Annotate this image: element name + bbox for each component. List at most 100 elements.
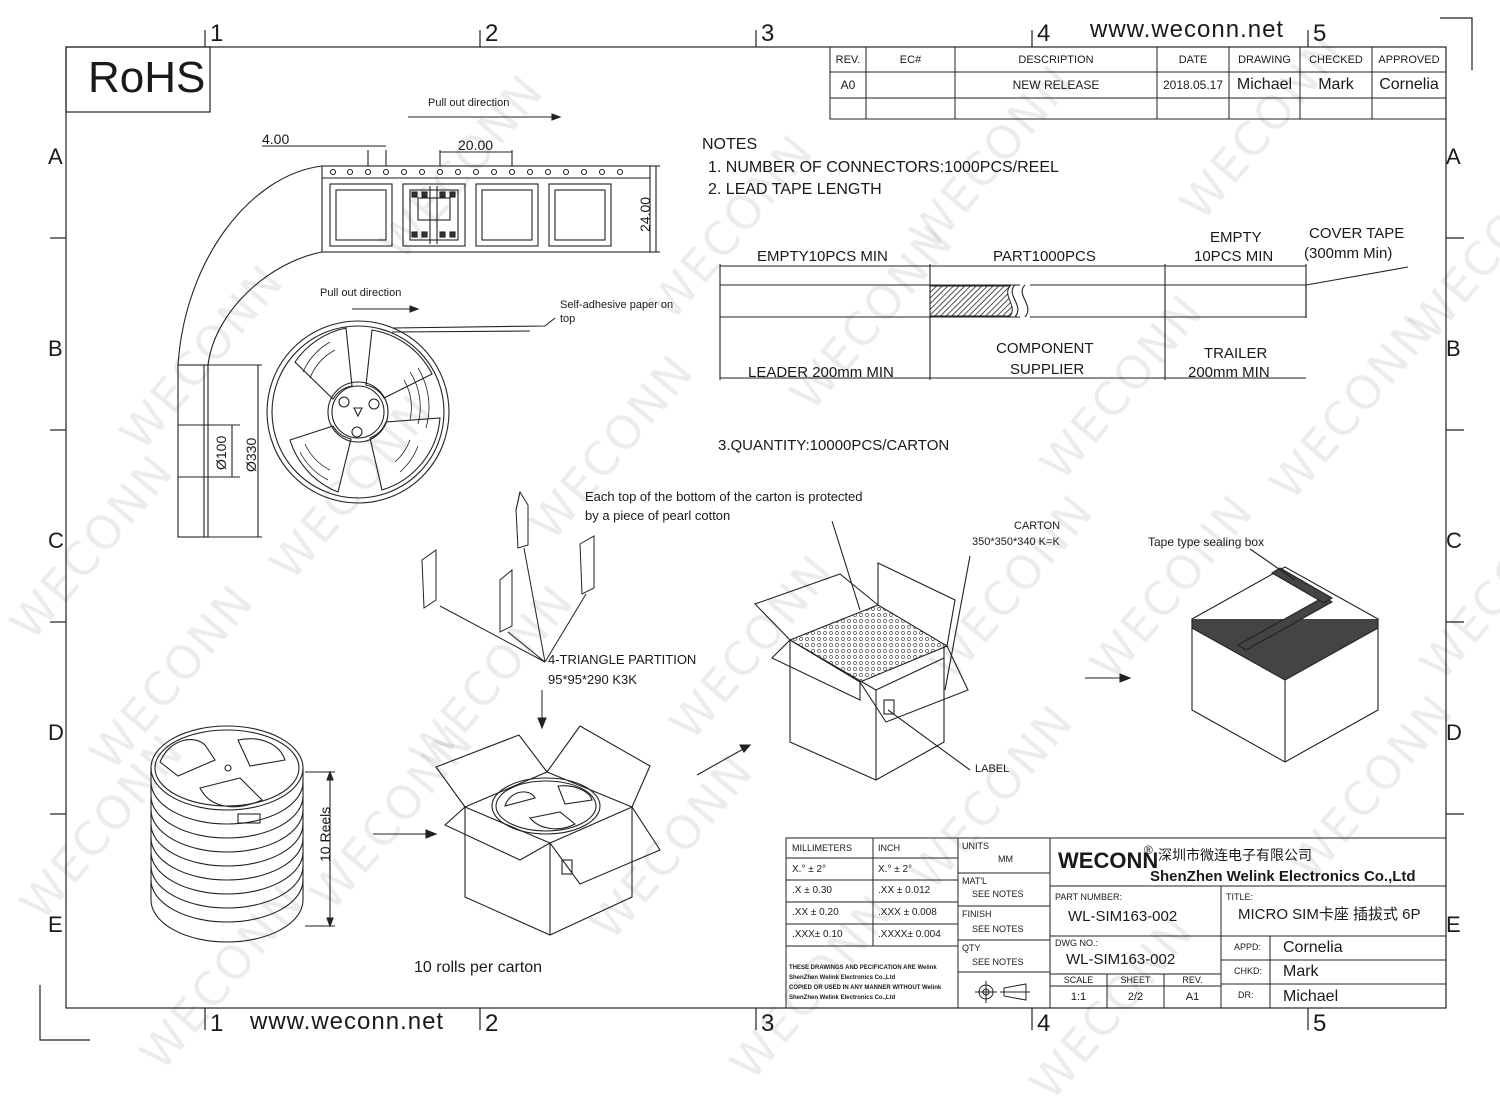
matl-label: MAT'L — [962, 876, 988, 886]
component-label: COMPONENT — [996, 340, 1094, 357]
dim-hub: Ø100 — [213, 435, 229, 470]
description-value: NEW RELEASE — [1012, 78, 1100, 92]
part-label: PART1000PCS — [993, 248, 1096, 265]
zone-row: B — [1446, 336, 1461, 361]
units-label: UNITS — [962, 841, 989, 851]
part-number: WL-SIM163-002 — [1068, 908, 1178, 925]
zone-row: C — [1446, 528, 1462, 553]
ec-value — [866, 72, 955, 98]
dwg-label: DWG NO.: — [1055, 938, 1098, 948]
rev-value: A0 — [840, 78, 856, 92]
empty-trail-label: EMPTY — [1210, 229, 1262, 246]
appd-value: Cornelia — [1283, 939, 1343, 956]
finish-label: FINISH — [962, 909, 992, 919]
units-value: MM — [998, 854, 1013, 864]
note-1: 1. NUMBER OF CONNECTORS:1000PCS/REEL — [708, 159, 1059, 176]
pull-out-label: Pull out direction — [320, 287, 402, 299]
tol-inch: .XXXX± 0.004 — [878, 929, 941, 940]
tol-mm: X.° ± 2° — [792, 864, 827, 875]
zone-row: E — [1446, 912, 1461, 937]
rev-label: REV. — [1182, 975, 1203, 985]
zone-col: 4 — [1037, 20, 1051, 47]
zone-row: D — [48, 720, 64, 745]
tol-inch: X.° ± 2° — [878, 864, 913, 875]
zone-col: 2 — [485, 20, 499, 47]
zone-row: A — [48, 144, 63, 169]
sheet-value: 2/2 — [1127, 991, 1144, 1003]
disclaimer: COPIED OR USED IN ANY MANNER WITHOUT Wel… — [789, 985, 942, 991]
self-adhesive-label: top — [560, 313, 576, 325]
appd-label: APPD: — [1234, 942, 1262, 952]
zone-col: 1 — [210, 1010, 224, 1037]
dim-pitch-small: 4.00 — [262, 131, 290, 147]
pearl-cotton-label: by a piece of pearl cotton — [585, 508, 731, 523]
partition-label: 4-TRIANGLE PARTITION — [548, 652, 697, 667]
ec-header: EC# — [899, 53, 922, 66]
chkd-value: Mark — [1283, 963, 1319, 980]
disclaimer: THESE DRAWINGS AND PECIFICATION ARE Weli… — [789, 965, 937, 971]
zone-col: 5 — [1313, 20, 1327, 47]
chkd-label: CHKD: — [1234, 966, 1263, 976]
dr-label: DR: — [1238, 990, 1254, 1000]
rev-header: REV. — [835, 53, 861, 66]
zone-col: 5 — [1313, 1010, 1327, 1037]
approved-header: APPROVED — [1378, 53, 1440, 66]
zone-row: A — [1446, 144, 1461, 169]
dim-width: 24.00 — [637, 196, 653, 232]
finish-value: SEE NOTES — [972, 924, 1024, 934]
tol-inch: .XX ± 0.012 — [878, 885, 931, 896]
cover-tape-label: (300mm Min) — [1304, 245, 1393, 262]
empty-trail-label: 10PCS MIN — [1194, 248, 1274, 265]
pull-out-label: Pull out direction — [428, 97, 510, 109]
disclaimer: ShenZhen Welink Electronics Co.,Ltd — [789, 995, 896, 1001]
self-adhesive-label: Self-adhesive paper on — [560, 299, 674, 311]
brand-mark: ® — [1144, 843, 1153, 857]
trailer-label: TRAILER — [1204, 345, 1268, 362]
checked-header: CHECKED — [1309, 53, 1363, 66]
zone-row: B — [48, 336, 63, 361]
zone-col: 3 — [761, 20, 775, 47]
website-bottom[interactable]: www.weconn.net — [250, 1008, 445, 1035]
title-value: MICRO SIM卡座 插拔式 6P — [1238, 906, 1421, 923]
dim-pitch: 20.00 — [458, 137, 494, 153]
zone-col: 4 — [1037, 1010, 1051, 1037]
cover-tape-label: COVER TAPE — [1309, 225, 1405, 242]
brand-logo: WECONN — [1058, 848, 1159, 873]
note-3: 3.QUANTITY:10000PCS/CARTON — [718, 437, 950, 454]
date-value: 2018.05.17 — [1162, 78, 1224, 92]
rev-value: A1 — [1185, 991, 1200, 1003]
drawing-value: Michael — [1236, 76, 1293, 93]
checked-value: Mark — [1318, 76, 1354, 93]
description-header: DESCRIPTION — [1018, 53, 1094, 66]
date-header: DATE — [1178, 53, 1208, 66]
rohs-label: RoHS — [88, 53, 206, 102]
label-callout: LABEL — [975, 763, 1010, 775]
dim-reel: Ø330 — [243, 437, 259, 472]
matl-value: SEE NOTES — [972, 889, 1024, 899]
zone-col: 2 — [485, 1010, 499, 1037]
approved-value: Cornelia — [1379, 76, 1439, 93]
trailer-label: 200mm MIN — [1188, 364, 1270, 381]
zone-row: D — [1446, 720, 1462, 745]
scale-label: SCALE — [1063, 975, 1094, 985]
component-label: SUPPLIER — [1010, 361, 1085, 378]
sealing-label: Tape type sealing box — [1148, 535, 1265, 549]
carton-label: CARTON — [1014, 520, 1061, 532]
partition-label: 95*95*290 K3K — [548, 672, 637, 687]
leader-label: LEADER 200mm MIN — [748, 364, 894, 381]
zone-col: 3 — [761, 1010, 775, 1037]
zone-row: E — [48, 912, 63, 937]
disclaimer: ShenZhen Welink Electronics Co.,Ltd — [789, 975, 896, 981]
zone-col: 1 — [210, 20, 224, 47]
sheet-label: SHEET — [1120, 975, 1151, 985]
part-number-label: PART NUMBER: — [1055, 892, 1123, 902]
dwg-number: WL-SIM163-002 — [1066, 951, 1176, 968]
company-cn: 深圳市微连电子有限公司 — [1158, 847, 1312, 863]
scale-value: 1:1 — [1070, 991, 1087, 1003]
title-label: TITLE: — [1226, 892, 1254, 902]
empty-lead-label: EMPTY10PCS MIN — [757, 248, 888, 265]
website-top[interactable]: www.weconn.net — [1090, 16, 1285, 43]
tol-mm: .XXX± 0.10 — [792, 929, 843, 940]
drawing-header: DRAWING — [1238, 53, 1291, 66]
qty-value: SEE NOTES — [972, 957, 1024, 967]
